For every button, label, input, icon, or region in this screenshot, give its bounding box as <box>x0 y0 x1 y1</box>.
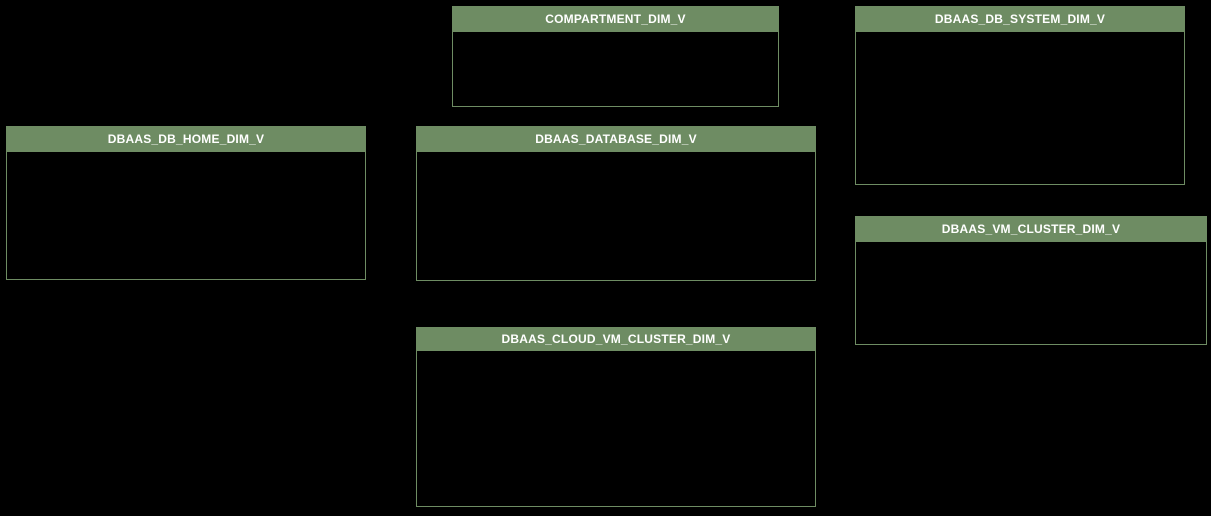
entity-dbaas-db-system-dim-v[interactable]: DBAAS_DB_SYSTEM_DIM_V <box>855 6 1185 185</box>
entity-body-dbaas-cloud-vm-cluster-dim-v <box>417 351 815 506</box>
entity-dbaas-database-dim-v[interactable]: DBAAS_DATABASE_DIM_V <box>416 126 816 281</box>
entity-body-dbaas-db-system-dim-v <box>856 32 1184 184</box>
entity-compartment-dim-v[interactable]: COMPARTMENT_DIM_V <box>452 6 779 107</box>
entity-title-dbaas-vm-cluster-dim-v: DBAAS_VM_CLUSTER_DIM_V <box>856 217 1206 242</box>
entity-title-dbaas-db-system-dim-v: DBAAS_DB_SYSTEM_DIM_V <box>856 7 1184 32</box>
entity-title-compartment-dim-v: COMPARTMENT_DIM_V <box>453 7 778 32</box>
entity-body-dbaas-db-home-dim-v <box>7 152 365 279</box>
entity-title-dbaas-cloud-vm-cluster-dim-v: DBAAS_CLOUD_VM_CLUSTER_DIM_V <box>417 328 815 351</box>
entity-body-dbaas-vm-cluster-dim-v <box>856 242 1206 344</box>
entity-dbaas-db-home-dim-v[interactable]: DBAAS_DB_HOME_DIM_V <box>6 126 366 280</box>
entity-dbaas-vm-cluster-dim-v[interactable]: DBAAS_VM_CLUSTER_DIM_V <box>855 216 1207 345</box>
entity-body-compartment-dim-v <box>453 32 778 106</box>
entity-title-dbaas-db-home-dim-v: DBAAS_DB_HOME_DIM_V <box>7 127 365 152</box>
entity-dbaas-cloud-vm-cluster-dim-v[interactable]: DBAAS_CLOUD_VM_CLUSTER_DIM_V <box>416 327 816 507</box>
entity-title-dbaas-database-dim-v: DBAAS_DATABASE_DIM_V <box>417 127 815 152</box>
entity-body-dbaas-database-dim-v <box>417 152 815 280</box>
